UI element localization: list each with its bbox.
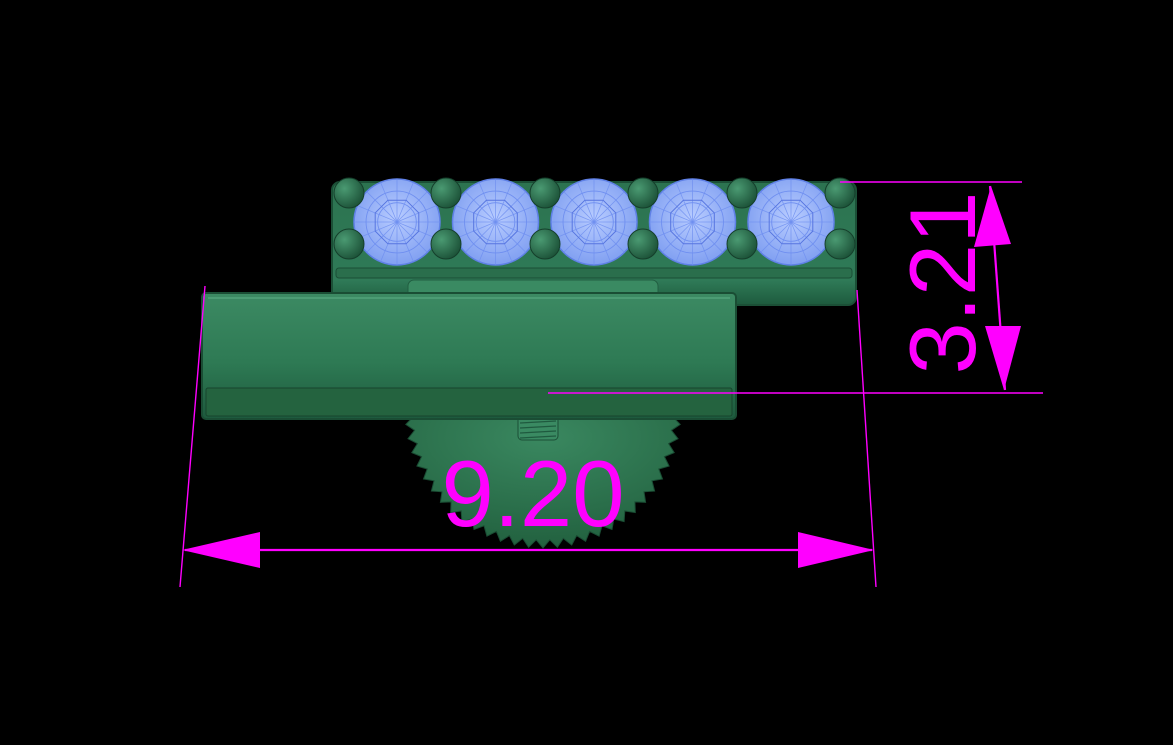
width-arrow-left	[182, 532, 260, 568]
dimension-arrowheads	[182, 186, 1021, 568]
prong	[333, 177, 365, 209]
gem-stone	[353, 178, 441, 266]
knurled-wheel	[403, 409, 683, 549]
width-extension-right	[856, 289, 877, 588]
thread-line	[519, 420, 557, 424]
height-arrow-top	[974, 186, 1011, 247]
prong	[430, 228, 462, 260]
prong	[627, 228, 659, 260]
prong	[824, 177, 856, 209]
thread-line	[519, 425, 557, 429]
width-dimension-value: 9.20	[442, 441, 625, 546]
width-extension-left	[179, 285, 206, 588]
knurled-wheel-body	[403, 409, 683, 549]
front-plate	[201, 292, 737, 420]
gem-row-bar	[331, 177, 857, 306]
height-dimension-value: 3.21	[890, 192, 995, 375]
prong	[529, 228, 561, 260]
gem-stone	[451, 178, 540, 266]
thread-line	[519, 435, 557, 439]
prong	[430, 177, 462, 209]
prong	[726, 177, 758, 209]
prong-set	[333, 177, 856, 260]
gem-row-bar-lip	[335, 267, 853, 279]
front-plate-bevel	[205, 387, 733, 417]
gem-stone	[747, 178, 835, 266]
height-arrow-bottom	[985, 326, 1021, 390]
prong	[529, 177, 561, 209]
thread-line	[519, 430, 557, 434]
prong	[726, 228, 758, 260]
prong	[824, 228, 856, 260]
gem-stone	[648, 178, 737, 266]
gem-setting	[353, 178, 835, 266]
gem-stone	[550, 178, 638, 266]
prong	[627, 177, 659, 209]
prong	[333, 228, 365, 260]
width-arrow-right	[798, 532, 874, 568]
